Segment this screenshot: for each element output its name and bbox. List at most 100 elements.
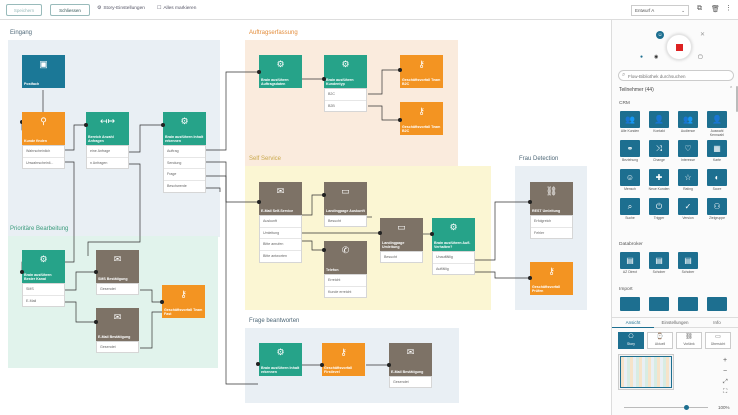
option[interactable]: E-Mail: [26, 298, 37, 303]
crm-item[interactable]: ⌕: [620, 198, 640, 215]
more-icon[interactable]: ⋮: [725, 5, 732, 12]
node-kunde-finden[interactable]: ⚲Kunde finden: [22, 112, 65, 145]
option[interactable]: Auskunft: [260, 216, 301, 228]
node-sms-bestaetigung[interactable]: ✉SMS Bestätigung: [96, 250, 139, 283]
node-rest-umleitung[interactable]: ⛓REST Umleitung: [530, 182, 573, 215]
minimap[interactable]: [618, 354, 674, 390]
flow-canvas[interactable]: Eingang Auftragserfassung Self Service F…: [0, 20, 610, 415]
crm-item[interactable]: 👥: [620, 111, 640, 128]
node-email-self-service[interactable]: ✉E-Mail Self-Service: [259, 182, 302, 215]
node-postfach[interactable]: ▣Postfach: [22, 55, 65, 88]
view-uebersicht[interactable]: ▭Übersicht: [705, 332, 731, 349]
view-aktuell[interactable]: ⌚Aktuell: [647, 332, 673, 349]
option[interactable]: Auftrag: [164, 146, 205, 158]
option[interactable]: Bitte antworten: [263, 253, 287, 258]
node-email-bestaetigung-2[interactable]: ✉E-Mail Bestätigung: [389, 343, 432, 376]
option[interactable]: Wahrscheinlich: [23, 146, 64, 158]
node-gf-pruefen[interactable]: ⚷Geschäftsvorfall Prüfen: [530, 262, 573, 295]
option[interactable]: Gesendet: [100, 287, 116, 291]
option[interactable]: B2C: [325, 89, 366, 101]
draft-select[interactable]: Entwurf A ⌄: [631, 5, 689, 16]
crm-item[interactable]: 👤: [707, 111, 727, 128]
node-gf-b2b[interactable]: ⚷Geschäftsvorfall Team B2C: [400, 102, 443, 135]
zoom-in-icon[interactable]: +: [723, 357, 728, 364]
minimap-viewport[interactable]: [620, 356, 672, 388]
view-vorlaenk[interactable]: ⛓Vorlänk: [676, 332, 702, 349]
node-landingpage-umleitung[interactable]: ▭Landingpage Umleitung: [380, 218, 423, 251]
node-email-bestaetigung[interactable]: ✉E-Mail Bestätigung: [96, 308, 139, 341]
zoom-out-icon[interactable]: −: [723, 368, 728, 375]
import-item[interactable]: [707, 297, 727, 311]
databroker-item[interactable]: ▤: [649, 252, 669, 269]
view-story[interactable]: ⎔Story: [618, 332, 644, 349]
node-gf-team-fast[interactable]: ⚷Geschäftsvorfall Team Fast: [162, 285, 205, 318]
crm-item[interactable]: ✓: [678, 198, 698, 215]
story-settings-link[interactable]: ⚙ Story-Einstellungen: [97, 6, 145, 11]
crm-item[interactable]: ⤨: [649, 140, 669, 157]
library-search[interactable]: ⌕: [618, 70, 734, 81]
import-item[interactable]: [678, 297, 698, 311]
fullscreen-icon[interactable]: ⛶: [723, 389, 728, 395]
import-item[interactable]: [620, 297, 640, 311]
crm-item[interactable]: ✚: [649, 169, 669, 186]
user-icon[interactable]: ●: [640, 54, 644, 60]
participants-header[interactable]: Teilnehmer (44): [619, 87, 654, 93]
crm-item[interactable]: ☆: [678, 169, 698, 186]
sidebar-scrollbar[interactable]: [736, 86, 738, 112]
participant-icon[interactable]: ☺: [656, 31, 664, 39]
zoom-slider[interactable]: [624, 405, 708, 410]
node-landingpage-auskunft[interactable]: ▭Landingpage Auskunft: [324, 182, 367, 215]
tab-einstellungen[interactable]: Einstellungen: [661, 320, 689, 325]
option[interactable]: Frage: [164, 169, 205, 181]
crm-item[interactable]: ▦: [707, 140, 727, 157]
node-kundentyp[interactable]: ⚙Brain ausführen Kundentyp: [324, 55, 367, 88]
record-button[interactable]: [666, 34, 692, 60]
crm-item[interactable]: ♡: [678, 140, 698, 157]
copy-icon[interactable]: ⧉: [697, 5, 702, 12]
crm-item[interactable]: ☺: [620, 169, 640, 186]
eye-icon[interactable]: ◉: [654, 54, 659, 60]
option[interactable]: Unauffällig: [433, 252, 474, 264]
option[interactable]: Beschwerde: [167, 183, 187, 188]
fit-icon[interactable]: ⤢: [723, 379, 728, 385]
crm-item[interactable]: ⚭: [620, 140, 640, 157]
node-auftragsdaten[interactable]: ⚙Brain ausführen Auftragsdaten: [259, 55, 302, 88]
crm-item[interactable]: 👤: [649, 111, 669, 128]
select-all-link[interactable]: ☐ Alles markieren: [157, 6, 196, 11]
option[interactable]: Erreicht: [325, 275, 366, 287]
option[interactable]: Bitte anrufen: [260, 239, 301, 251]
option[interactable]: Besucht: [328, 219, 341, 223]
library-search-input[interactable]: [628, 72, 728, 80]
option[interactable]: Fehler: [534, 230, 545, 235]
node-bereich[interactable]: ↤↦Bereich Anzahl Anfragen: [86, 112, 129, 145]
option[interactable]: Unwahrscheinli...: [26, 160, 54, 165]
option[interactable]: Erfolgreich: [531, 216, 572, 228]
zoom-slider-handle[interactable]: [684, 405, 689, 410]
tab-info[interactable]: Info: [713, 320, 721, 325]
option[interactable]: Sendung: [164, 158, 205, 169]
chat-icon[interactable]: ▢: [698, 54, 703, 60]
crm-item[interactable]: ◐: [707, 169, 727, 186]
crm-item[interactable]: 👥: [678, 111, 698, 128]
node-inhalt-erkennen-1[interactable]: ⚙Brain ausführen Inhalt erkennen: [163, 112, 206, 145]
trash-icon[interactable]: 🗑: [711, 6, 720, 13]
node-inhalt-erkennen-2[interactable]: ⚙Brain ausführen Inhalt erkennen: [259, 343, 302, 376]
option[interactable]: Kunde erreicht: [328, 289, 352, 294]
node-gf-firstlevel[interactable]: ⚷Geschäftsvorfall Firstlevel: [322, 343, 365, 376]
save-button[interactable]: Speichern: [6, 4, 42, 16]
crm-item[interactable]: ⚇: [707, 198, 727, 215]
option[interactable]: n Anfragen: [90, 160, 108, 165]
databroker-item[interactable]: ▤: [678, 252, 698, 269]
option[interactable]: Besucht: [384, 255, 397, 259]
option[interactable]: eine Anfrage: [87, 146, 128, 158]
chevron-up-icon[interactable]: ⌃: [729, 86, 734, 92]
option[interactable]: Auffällig: [436, 266, 449, 271]
option[interactable]: Umleitung: [260, 228, 301, 239]
option[interactable]: SMS: [23, 284, 64, 296]
node-brain-auffaelliges-verhalten[interactable]: ⚙Brain ausführen Aufl. Verhalten?: [432, 218, 475, 251]
close-button[interactable]: Schliessen: [50, 4, 90, 16]
close-icon[interactable]: ✕: [700, 32, 706, 38]
databroker-item[interactable]: ▤: [620, 252, 640, 269]
option[interactable]: Gesendet: [100, 345, 116, 349]
import-item[interactable]: [649, 297, 669, 311]
